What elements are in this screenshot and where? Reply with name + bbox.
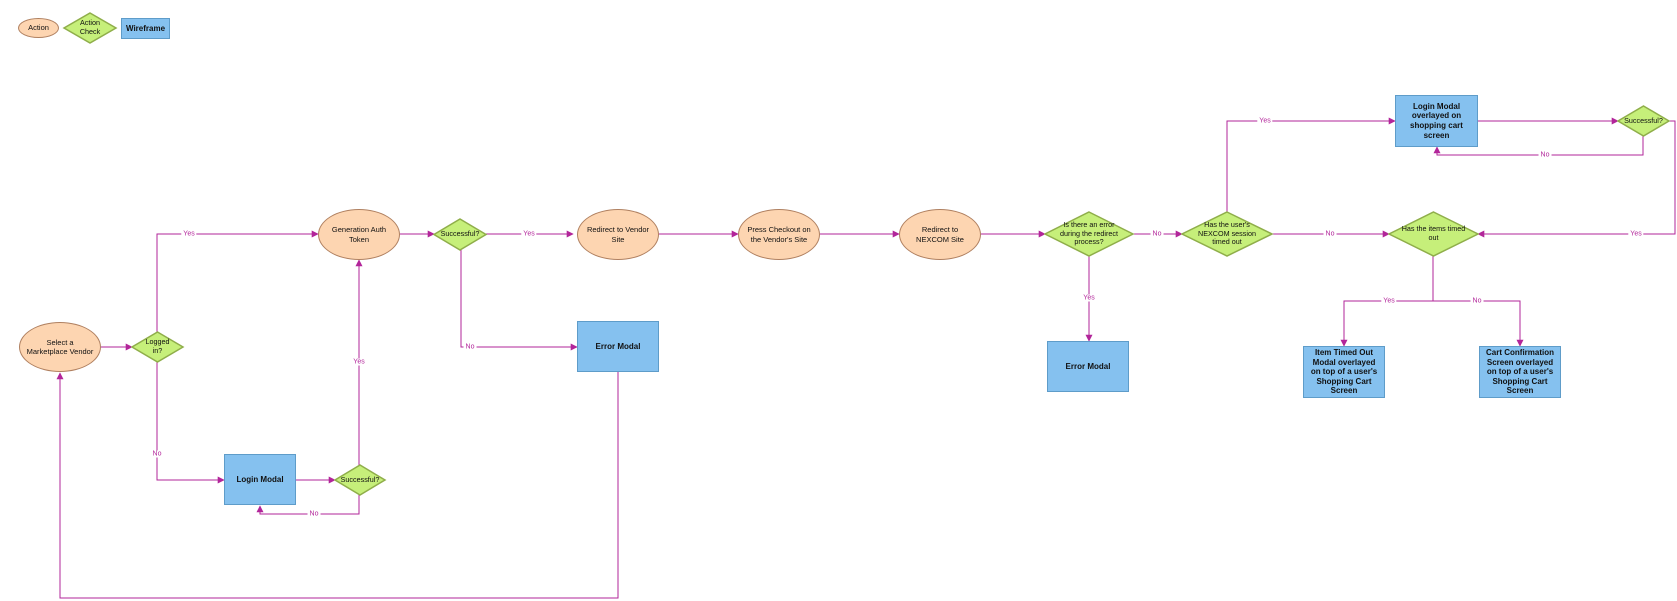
node-item-timed-out-modal: Item Timed Out Modal overlayed on top of… [1303, 346, 1385, 398]
node-successful-token: Successful? [434, 219, 486, 250]
edge-label-successful-overlay-yes: Yes [1628, 230, 1644, 238]
node-successful-login-label: Successful? [340, 474, 380, 484]
node-generation-auth-token: Generation Auth Token [318, 209, 400, 260]
node-redirect-error: Is there an error during the redirect pr… [1045, 212, 1133, 256]
node-successful-token-label: Successful? [440, 229, 480, 239]
node-error-modal-1-label: Error Modal [595, 341, 641, 351]
node-login-modal-overlay: Login Modal overlayed on shopping cart s… [1395, 95, 1478, 147]
edge-successful-token-no [460, 249, 578, 351]
node-error-modal-2: Error Modal [1047, 341, 1129, 392]
node-generation-auth-token-label: Generation Auth Token [331, 225, 387, 244]
node-cart-confirmation: Cart Confirmation Screen overlayed on to… [1479, 346, 1561, 398]
node-error-modal-1: Error Modal [577, 321, 659, 372]
diamond-shape [132, 332, 183, 362]
diamond-shape [1389, 212, 1478, 256]
node-logged-in-label: Logged in? [145, 337, 170, 355]
diamond-shape [1182, 212, 1272, 256]
edge-label-redirect-error-no: No [1150, 230, 1164, 238]
node-login-modal-label: Login Modal [236, 474, 284, 484]
diamond-shape [64, 13, 116, 43]
node-press-checkout: Press Checkout on the Vendor's Site [738, 209, 820, 260]
edge-label-successful-overlay-no: No [1538, 151, 1552, 159]
diamond-shape [335, 465, 385, 495]
node-logged-in: Logged in? [132, 332, 183, 362]
node-redirect-error-label: Is there an error during the redirect pr… [1060, 220, 1118, 247]
edge-session-yes [1226, 117, 1396, 212]
edge-label-session-no: No [1323, 230, 1337, 238]
node-redirect-vendor: Redirect to Vendor Site [577, 209, 659, 260]
node-login-modal: Login Modal [224, 454, 296, 505]
edge-label-session-yes: Yes [1257, 117, 1273, 125]
edge-label-successful-token-yes: Yes [521, 230, 537, 238]
edge-label-loggedin-yes: Yes [181, 230, 197, 238]
edge-label-loggedin-no: No [150, 450, 164, 458]
node-login-modal-overlay-label: Login Modal overlayed on shopping cart s… [1410, 101, 1463, 140]
node-successful-overlay: Successful? [1618, 106, 1669, 136]
edge-label-items-yes: Yes [1381, 297, 1397, 305]
diamond-shape [1045, 212, 1133, 256]
legend-wireframe: Wireframe [121, 18, 170, 39]
edge-label-items-no: No [1470, 297, 1484, 305]
edge-label-redirect-error-yes: Yes [1081, 294, 1097, 302]
node-items-timed-out-label: Has the items timed out [1401, 224, 1466, 242]
edge-loggedin-yes [156, 230, 319, 334]
legend-check-label: Action Check [79, 18, 101, 36]
edge-label-successful-login-no: No [307, 510, 321, 518]
node-redirect-vendor-label: Redirect to Vendor Site [586, 225, 650, 244]
node-redirect-nexcom-label: Redirect to NEXCOM Site [916, 225, 964, 244]
node-press-checkout-label: Press Checkout on the Vendor's Site [747, 225, 811, 244]
node-select-vendor-label: Select a Marketplace Vendor [26, 337, 94, 356]
node-session-timed-out-label: Has the user's NEXCOM session timed out [1198, 220, 1256, 247]
node-error-modal-2-label: Error Modal [1065, 361, 1111, 371]
diamond-shape [434, 219, 486, 250]
edge-loggedin-no [156, 362, 225, 484]
edge-items-no [1433, 300, 1524, 347]
edge-successful-overlay-yes [1477, 120, 1676, 238]
node-session-timed-out: Has the user's NEXCOM session timed out [1182, 212, 1272, 256]
legend-check: Action Check [64, 13, 116, 43]
edge-label-successful-token-no: No [463, 343, 477, 351]
edge-error-to-select [56, 372, 619, 599]
node-cart-confirmation-label: Cart Confirmation Screen overlayed on to… [1486, 348, 1554, 396]
diamond-shape [1618, 106, 1669, 136]
node-item-timed-out-modal-label: Item Timed Out Modal overlayed on top of… [1310, 348, 1378, 396]
edge-label-successful-login-yes: Yes [351, 358, 367, 366]
node-redirect-nexcom: Redirect to NEXCOM Site [899, 209, 981, 260]
node-successful-login: Successful? [335, 465, 385, 495]
legend-action-label: Action [28, 23, 49, 33]
legend-action: Action [18, 18, 59, 38]
node-items-timed-out: Has the items timed out [1389, 212, 1478, 256]
legend-wireframe-label: Wireframe [125, 23, 166, 33]
node-successful-overlay-label: Successful? [1624, 115, 1663, 125]
node-select-vendor: Select a Marketplace Vendor [19, 322, 101, 372]
